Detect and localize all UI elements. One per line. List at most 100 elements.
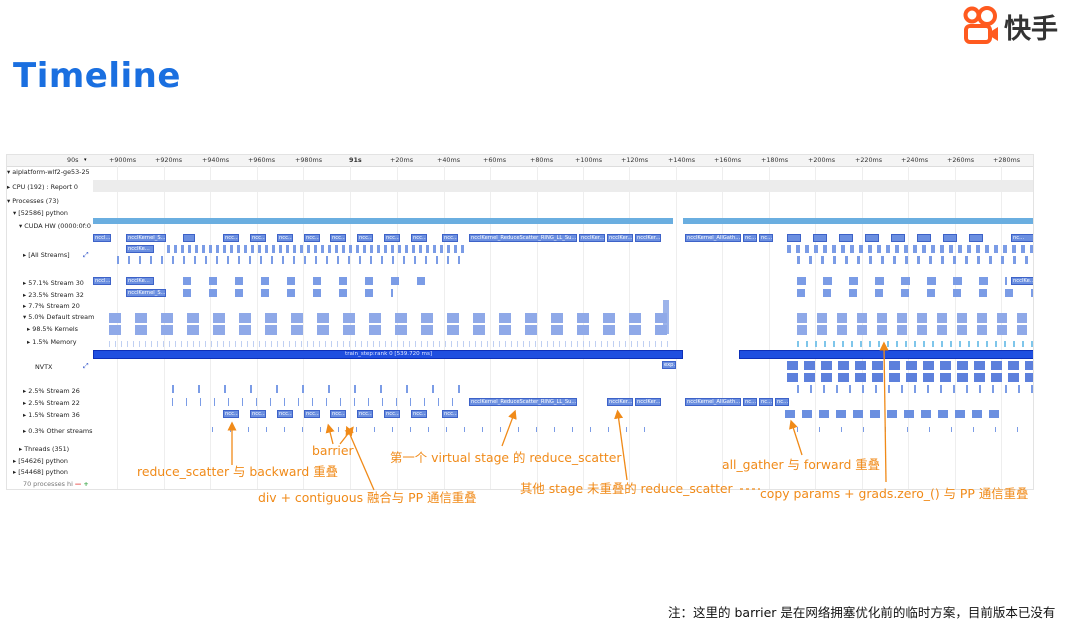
- kernel-bar[interactable]: ncc...: [277, 234, 293, 242]
- ruler-tick: +980ms: [295, 156, 323, 164]
- ruler-tick: +40ms: [437, 156, 461, 164]
- kernel-bar[interactable]: ncc...: [330, 410, 346, 418]
- kernel-bar[interactable]: nc...: [775, 398, 789, 406]
- kernel-bar-reduce-scatter[interactable]: ncclKernel_ReduceScatter_RING_LL_Su...: [469, 398, 577, 406]
- row-other-streams[interactable]: ▸ 0.3% Other streams: [23, 427, 93, 435]
- expand-icon[interactable]: +: [83, 480, 89, 488]
- row-default-stream[interactable]: ▾ 5.0% Default stream: [23, 313, 95, 321]
- ruler-tick: +940ms: [202, 156, 230, 164]
- annotation-copy-params: copy params + grads.zero_() 与 PP 通信重叠: [760, 486, 1029, 501]
- kernel-bar-reduce-scatter[interactable]: ncclKernel_ReduceScatter_RING_LL_Su...: [469, 234, 577, 242]
- row-stream20[interactable]: ▸ 7.7% Stream 20: [23, 302, 80, 310]
- expand-arrow-icon[interactable]: ⤢: [83, 251, 89, 259]
- kernel-bar[interactable]: ncclKe...: [126, 277, 154, 285]
- row-process-54468[interactable]: ▸ [54468] python: [13, 468, 68, 476]
- row-threads[interactable]: ▸ Threads (351): [19, 445, 70, 453]
- kernel-bar[interactable]: ncc...: [304, 410, 320, 418]
- annotation-div-contiguous: div + contiguous 融合与 PP 通信重叠: [258, 490, 477, 505]
- nvtx-train-step-bar-next[interactable]: [739, 350, 1033, 359]
- row-process-54626[interactable]: ▸ [54626] python: [13, 457, 68, 465]
- kernel-bar[interactable]: [183, 234, 195, 242]
- kernel-bar[interactable]: ncc...: [442, 234, 458, 242]
- row-stream30[interactable]: ▸ 57.1% Stream 30: [23, 279, 84, 287]
- kernel-bar[interactable]: ncc...: [250, 410, 266, 418]
- kernel-bar[interactable]: ncclKer...: [607, 234, 633, 242]
- kernel-bar[interactable]: ncc...: [250, 234, 266, 242]
- ruler-tick: +920ms: [155, 156, 183, 164]
- kernel-bar[interactable]: nc...: [759, 398, 773, 406]
- ruler-tick: 91s: [349, 156, 362, 164]
- kernel-bar[interactable]: [813, 234, 827, 242]
- ruler-tick: +960ms: [248, 156, 276, 164]
- kernel-bar[interactable]: ncc...: [411, 410, 427, 418]
- ruler-tick: +220ms: [855, 156, 883, 164]
- nsight-timeline[interactable]: 90s ▾ +900ms +920ms +940ms +960ms +980ms…: [6, 154, 1034, 490]
- nvtx-train-step-label: train_step:rank 0 [539.720 ms]: [345, 351, 433, 357]
- kernel-bar[interactable]: [969, 234, 983, 242]
- row-stream22[interactable]: ▸ 2.5% Stream 22: [23, 399, 80, 407]
- kernel-bar[interactable]: ncc...: [384, 410, 400, 418]
- kernel-bar[interactable]: ncclKernel_S...: [126, 234, 166, 242]
- kernel-bar-allgather[interactable]: ncclKernel_AllGath...: [685, 234, 741, 242]
- ruler-origin: 90s: [67, 156, 79, 164]
- kernel-bar[interactable]: ncc...: [330, 234, 346, 242]
- annotation-other-stage: 其他 stage 未重叠的 reduce_scatter: [520, 481, 733, 496]
- kernel-bar[interactable]: [865, 234, 879, 242]
- kernel-bar[interactable]: [917, 234, 931, 242]
- kernel-bar[interactable]: ncclKer...: [635, 398, 661, 406]
- kernel-bar[interactable]: ncc...: [384, 234, 400, 242]
- kernel-bar[interactable]: ncclKer...: [635, 234, 661, 242]
- ruler-tick: +160ms: [714, 156, 742, 164]
- row-stream36[interactable]: ▸ 1.5% Stream 36: [23, 411, 80, 419]
- kernel-bar-allgather[interactable]: ncclKernel_AllGath...: [685, 398, 741, 406]
- kernel-bar[interactable]: ncc...: [357, 234, 373, 242]
- row-stream26[interactable]: ▸ 2.5% Stream 26: [23, 387, 80, 395]
- kernel-bar[interactable]: nccl...: [93, 277, 111, 285]
- kernel-bar[interactable]: nc...: [1011, 234, 1033, 242]
- row-host[interactable]: ▾ aiplatform-wlf2-ge53-25: [7, 168, 90, 176]
- kernel-bar[interactable]: ncc...: [411, 234, 427, 242]
- kernel-bar[interactable]: ncclKe...: [1011, 277, 1034, 285]
- kernel-bar[interactable]: nc...: [743, 234, 757, 242]
- row-process-python[interactable]: ▾ [52586] python: [13, 209, 68, 217]
- kernel-bar[interactable]: [891, 234, 905, 242]
- annotation-allgather-forward: all_gather 与 forward 重叠: [722, 457, 881, 472]
- kernel-bar[interactable]: ncclKe...: [126, 245, 154, 253]
- ruler-tick: +180ms: [761, 156, 789, 164]
- row-stream32[interactable]: ▸ 23.5% Stream 32: [23, 291, 84, 299]
- row-nvtx[interactable]: NVTX: [35, 363, 53, 371]
- kernel-bar[interactable]: ncc...: [304, 234, 320, 242]
- kernel-bar[interactable]: ncc...: [357, 410, 373, 418]
- kernel-bar[interactable]: [839, 234, 853, 242]
- kernel-bar[interactable]: ncclKer...: [607, 398, 633, 406]
- collapse-icon[interactable]: —: [74, 480, 82, 488]
- kernel-bar[interactable]: nc...: [743, 398, 757, 406]
- kernel-bar[interactable]: [943, 234, 957, 242]
- chevron-down-icon[interactable]: ▾: [84, 157, 87, 163]
- time-ruler[interactable]: 90s ▾ +900ms +920ms +940ms +960ms +980ms…: [7, 155, 1033, 167]
- expand-arrow-icon[interactable]: ⤢: [83, 362, 89, 370]
- kernel-bar[interactable]: [787, 234, 801, 242]
- row-all-streams[interactable]: ▸ [All Streams]: [23, 251, 70, 259]
- row-cpu[interactable]: ▸ CPU (192) : Report 0: [7, 183, 78, 191]
- kernel-bar[interactable]: nc...: [759, 234, 773, 242]
- ruler-tick: +140ms: [668, 156, 696, 164]
- nvtx-bar[interactable]: exp...: [662, 361, 676, 369]
- annotation-rs-backward: reduce_scatter 与 backward 重叠: [137, 464, 338, 479]
- row-kernels[interactable]: ▸ 98.5% Kernels: [27, 325, 78, 333]
- row-processes[interactable]: ▾ Processes (73): [7, 197, 59, 205]
- kernel-bar[interactable]: ncclKernel_S...: [126, 289, 166, 297]
- row-cuda-hw[interactable]: ▾ CUDA HW (0000:0f:0: [19, 222, 91, 230]
- logo-text: 快手: [1004, 13, 1058, 45]
- kernel-bar[interactable]: ncc...: [223, 234, 239, 242]
- kernel-bar[interactable]: ncc...: [442, 410, 458, 418]
- ruler-tick: +240ms: [901, 156, 929, 164]
- kernel-bar[interactable]: ncc...: [277, 410, 293, 418]
- footnote: 注：这里的 barrier 是在网络拥塞优化前的临时方案，目前版本已没有: [668, 605, 1056, 620]
- row-memory[interactable]: ▸ 1.5% Memory: [27, 338, 77, 346]
- kernel-bar[interactable]: ncc...: [223, 410, 239, 418]
- row-more-processes[interactable]: 70 processes hi — +: [23, 480, 89, 488]
- kernel-bar[interactable]: ncclKer...: [579, 234, 605, 242]
- kernel-bar[interactable]: nccl...: [93, 234, 111, 242]
- nvtx-train-step-bar[interactable]: [93, 350, 683, 359]
